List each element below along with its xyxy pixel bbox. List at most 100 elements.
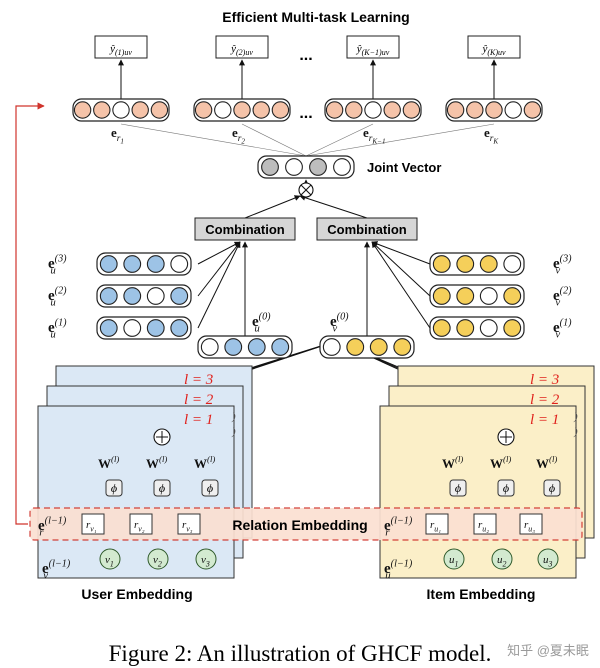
user-initial-vector: [197, 335, 293, 359]
joint-vector: [257, 155, 355, 179]
vector-cell: [112, 101, 130, 119]
item-layer-label: e(3)v: [553, 254, 572, 277]
vector-cell: [383, 101, 401, 119]
vector-cell: [170, 255, 189, 273]
thin-fanout-line: [241, 123, 307, 157]
layer-index-tag: l = 1: [184, 412, 213, 428]
vector-cell: [150, 101, 169, 119]
vector-frame: [257, 155, 355, 179]
vector-cell: [271, 101, 290, 119]
vector-frame: [319, 335, 415, 359]
relation-cell-label: ru₃: [524, 519, 535, 533]
output-label: ŷ(1)uv: [109, 43, 132, 57]
relation-cell-label: rv₁: [86, 519, 97, 533]
item-layer-vector: [429, 284, 525, 308]
neighbor-node-label: v1: [105, 554, 114, 568]
element-wise-product-icon: [298, 182, 314, 198]
user-to-combination-arrow: [197, 241, 241, 265]
vector-cell: [364, 101, 382, 119]
weight-label: W(l): [98, 454, 119, 471]
relation-input-label: e(l−1)r: [384, 516, 413, 539]
phi-label: ϕ: [455, 481, 461, 495]
relation-task-label: er2: [232, 125, 245, 146]
vector-cell: [456, 319, 475, 337]
combination-label: Combination: [327, 222, 406, 237]
phi-label: ϕ: [549, 481, 555, 495]
vector-cell: [146, 287, 165, 305]
ellipsis: ...: [299, 105, 312, 122]
vector-cell: [170, 287, 189, 305]
item-to-combination-arrow: [371, 241, 431, 265]
phi-box: [153, 479, 171, 497]
neighbor-node-label: v3: [201, 554, 210, 568]
phi-box: [543, 479, 561, 497]
output-box: [346, 35, 400, 59]
relation-cell: [81, 513, 105, 535]
vector-frame: [429, 316, 525, 340]
neighbor-node: [195, 548, 217, 570]
vector-cell: [194, 101, 213, 119]
vector-cell: [325, 101, 344, 119]
relation-cell-label: ru₁: [430, 519, 441, 533]
vector-cell: [99, 319, 118, 337]
vector-cell: [466, 101, 484, 119]
user-layer-label: e(3)u: [48, 254, 67, 277]
vector-cell: [504, 101, 522, 119]
output-prediction-box: ŷ(2)uv: [215, 35, 269, 59]
item-layer-vector: [429, 252, 525, 276]
weight-label: W(l): [490, 454, 511, 471]
neighbor-node-label: u2: [497, 554, 507, 568]
vector-cell: [252, 101, 270, 119]
output-prediction-box: ŷ(K−1)uv: [346, 35, 400, 59]
vector-cell: [456, 287, 475, 305]
user-layer-vector: [96, 316, 192, 340]
ellipsis: ...: [299, 47, 312, 64]
item-layer-label: e(2)v: [553, 286, 572, 309]
vector-cell: [479, 287, 498, 305]
vector-cell: [503, 319, 522, 337]
vector-cell: [503, 287, 522, 305]
layer-index-tag: l = 3: [530, 372, 559, 388]
vector-cell: [446, 101, 465, 119]
combination-box: Combination: [194, 217, 296, 241]
user-to-combination-arrow: [197, 241, 241, 297]
phi-label: ϕ: [159, 481, 165, 495]
combination-frame: [194, 217, 296, 241]
vector-cell: [479, 319, 498, 337]
vector-cell: [261, 158, 279, 176]
phi-box: [497, 479, 515, 497]
weight-label: W(l): [536, 454, 557, 471]
output-prediction-box: ŷ(1)uv: [94, 35, 148, 59]
vector-cell: [123, 319, 142, 337]
output-box: [94, 35, 148, 59]
neighbor-node-label: u1: [449, 554, 459, 568]
combination-label: Combination: [205, 222, 284, 237]
watermark: 知乎 @夏未眠: [507, 643, 589, 658]
neighbor-node-label: u3: [543, 554, 553, 568]
vector-cell: [432, 319, 451, 337]
item-initial-vector: [319, 335, 415, 359]
weight-label: W(l): [194, 454, 215, 471]
layer-index-tag: l = 1: [530, 412, 559, 428]
vector-cell: [432, 255, 451, 273]
panel-edge-glyph: ): [231, 411, 236, 423]
vector-cell: [369, 338, 388, 356]
item-initial-label: e(0)v: [330, 312, 349, 335]
relation-cell: [425, 513, 449, 535]
item-layer-vector: [429, 316, 525, 340]
neighbor-input-label: e(l−1)u: [384, 559, 413, 582]
joint-vector-label: Joint Vector: [367, 160, 441, 175]
output-box: [467, 35, 521, 59]
relation-embedding-label: Relation Embedding: [232, 517, 367, 533]
relation-task-vector: [445, 98, 543, 122]
combination-to-product-arrow: [244, 195, 301, 219]
user-layer-vector: [96, 284, 192, 308]
user-layer-label: e(1)u: [48, 318, 67, 341]
weight-label: W(l): [146, 454, 167, 471]
user-embedding-panels: [37, 365, 253, 579]
phi-box: [105, 479, 123, 497]
relation-cell: [519, 513, 543, 535]
embedding-side-label: Item Embedding: [427, 586, 536, 602]
thin-fanout-line: [305, 123, 374, 157]
